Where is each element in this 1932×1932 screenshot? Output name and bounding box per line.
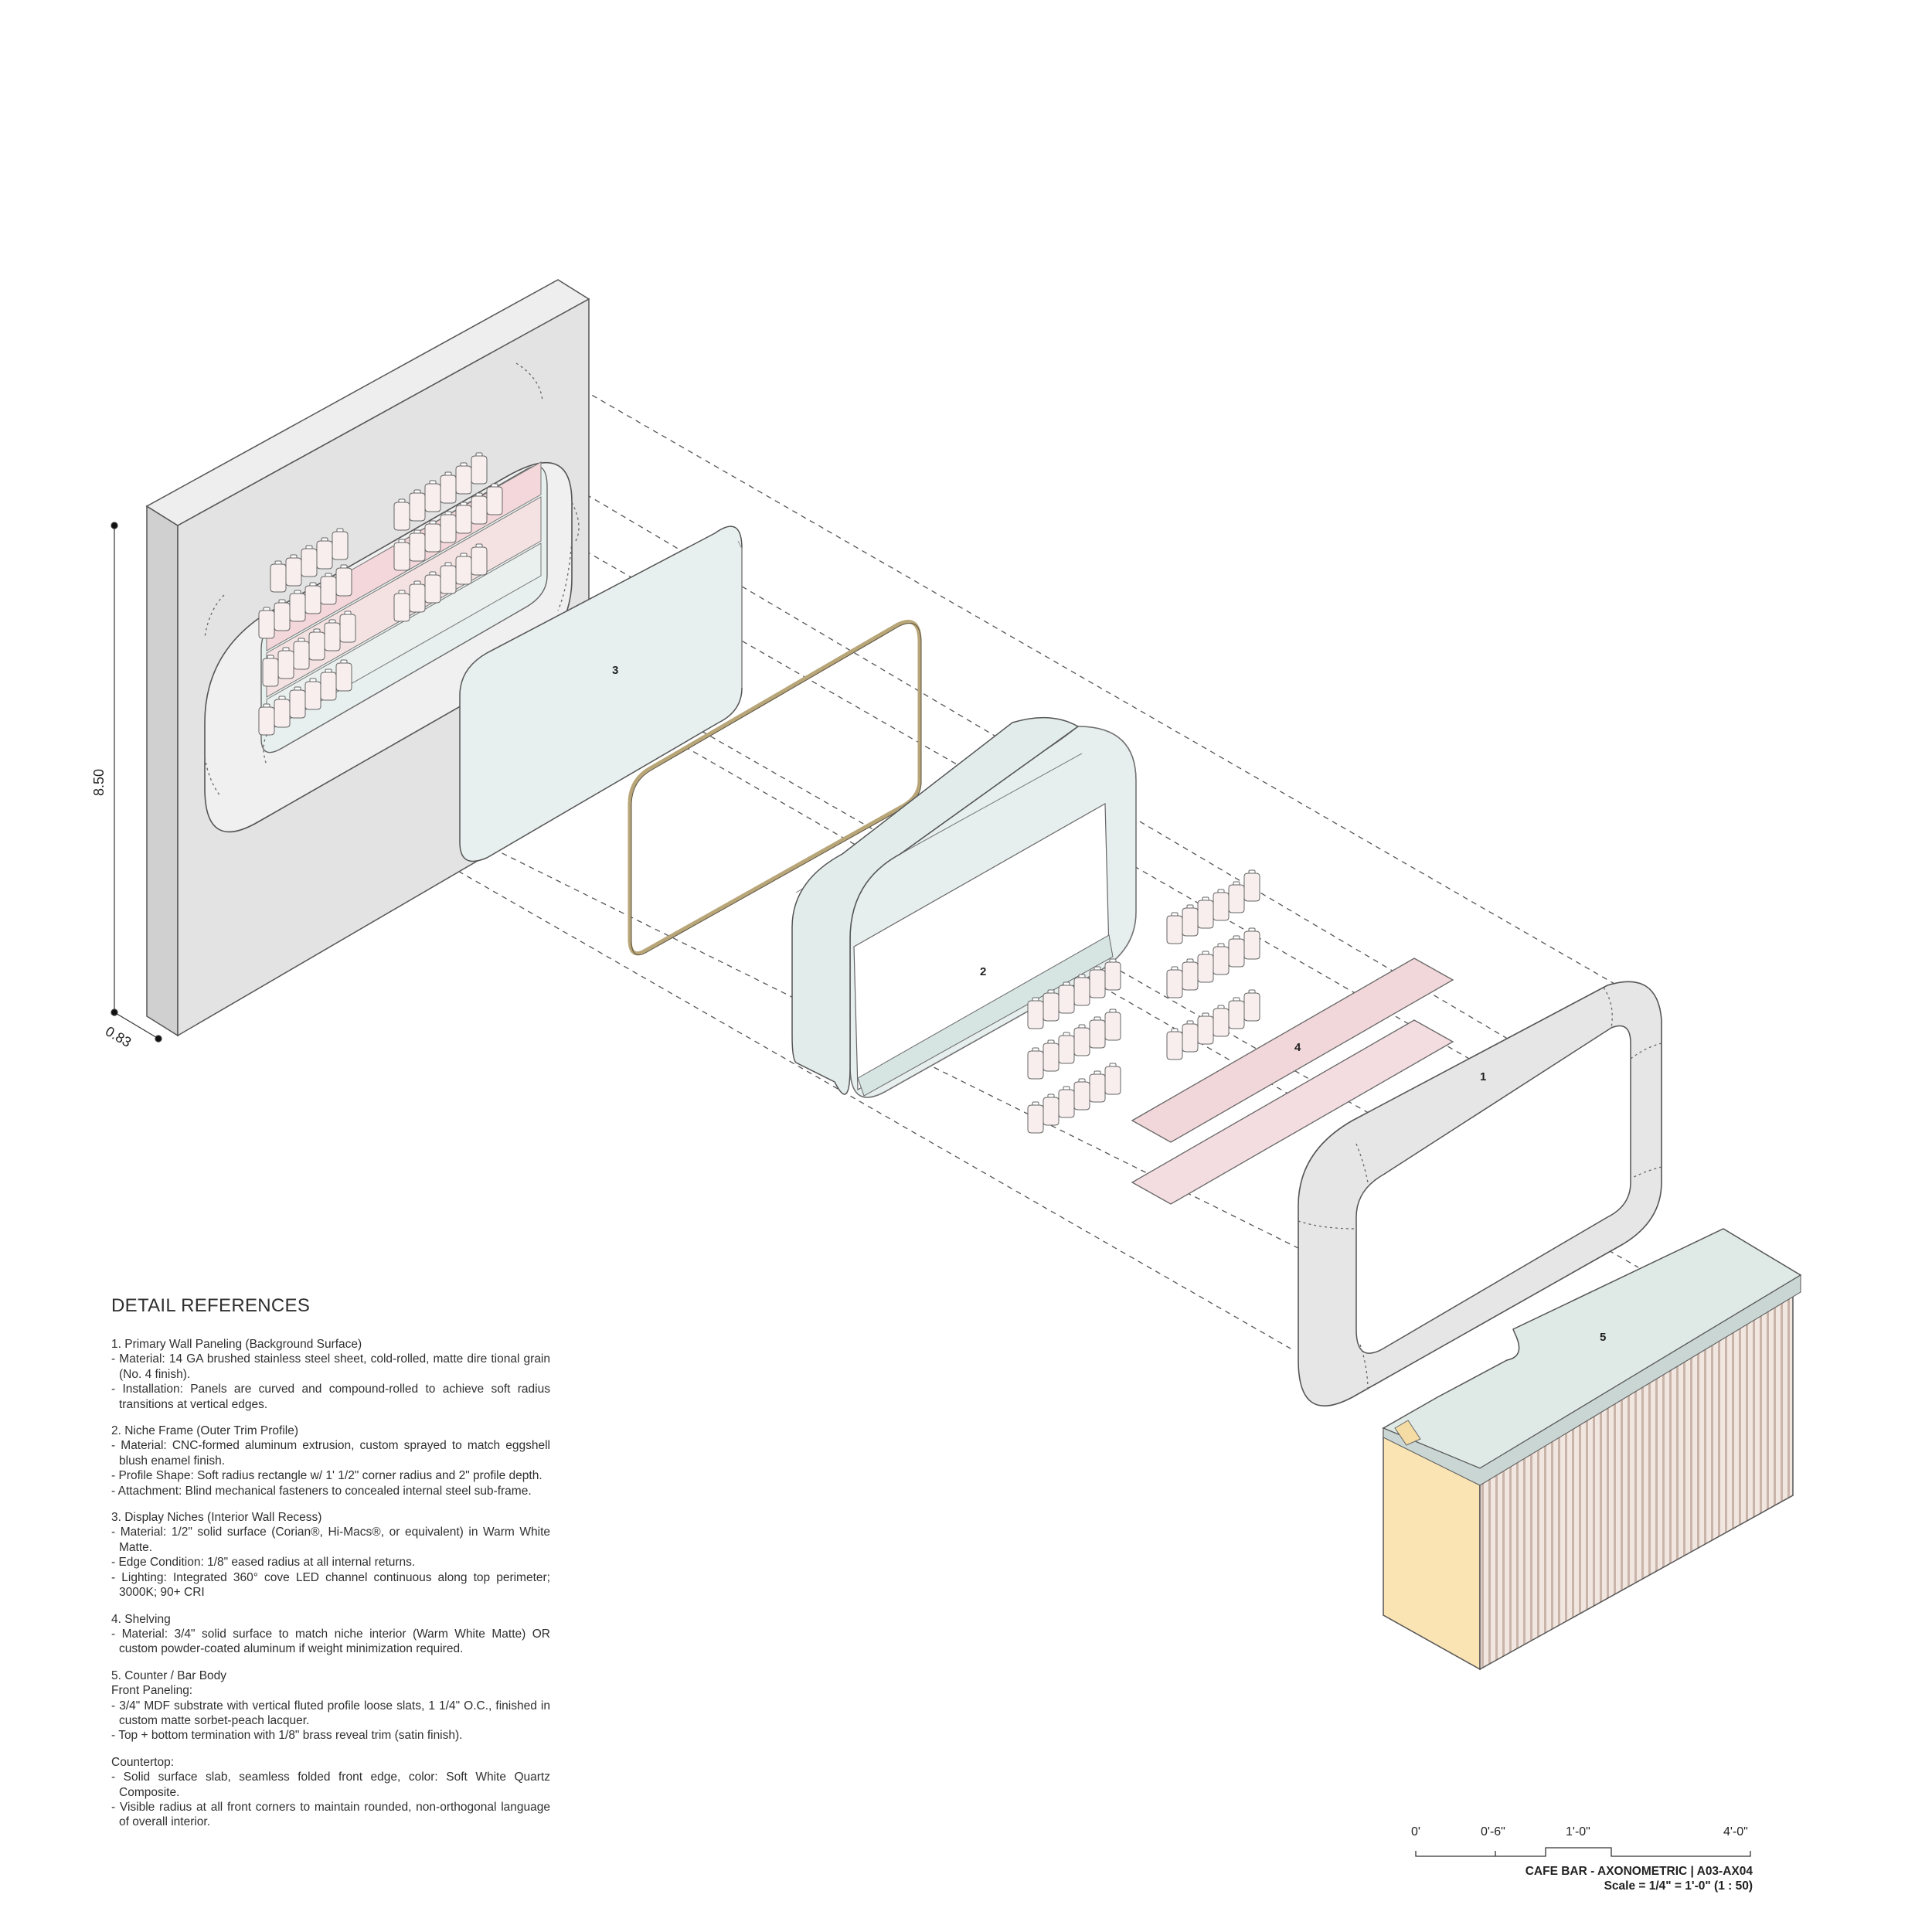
shelving-4	[1131, 957, 1454, 1205]
bottle-cluster-b	[1166, 869, 1260, 1060]
section-item: - 3/4" MDF substrate with vertical flute…	[111, 1699, 550, 1727]
section-title: Countertop:	[111, 1755, 174, 1769]
detail-section-3: 3. Display Niches (Interior Wall Recess)…	[111, 1510, 550, 1600]
dimension-lines	[111, 522, 162, 1043]
counter-bar-5	[1382, 1228, 1802, 1671]
section-item: - Attachment: Blind mechanical fasteners…	[111, 1484, 532, 1498]
detail-section-1: 1. Primary Wall Paneling (Background Sur…	[111, 1337, 550, 1412]
section-item: - Material: 1/2" solid surface (Corian®,…	[111, 1526, 550, 1554]
section-title: 4. Shelving	[111, 1612, 171, 1626]
brass-trim-ring	[628, 620, 922, 956]
detail-section-4: 4. Shelving - Material: 3/4" solid surfa…	[111, 1612, 550, 1657]
section-item: - Visible radius at all front corners to…	[111, 1800, 550, 1829]
callout-3: 3	[612, 664, 618, 677]
detail-references: DETAIL REFERENCES 1. Primary Wall Paneli…	[111, 1295, 550, 1842]
scale-label-0: 0'	[1411, 1825, 1420, 1838]
scale-label-1ft: 1'-0"	[1566, 1825, 1590, 1838]
title-block: CAFE BAR - AXONOMETRIC | A03-AX04 Scale …	[1451, 1864, 1753, 1893]
scale-label-6in: 0'-6"	[1481, 1825, 1505, 1838]
section-item: - Profile Shape: Soft radius rectangle w…	[111, 1469, 543, 1483]
section-title: 2. Niche Frame (Outer Trim Profile)	[111, 1424, 299, 1438]
callout-4: 4	[1294, 1041, 1301, 1054]
section-title: 1. Primary Wall Paneling (Background Sur…	[111, 1338, 362, 1351]
detail-section-5: 5. Counter / Bar Body Front Paneling: - …	[111, 1668, 550, 1743]
counter-notch	[1394, 1420, 1421, 1446]
section-item: - Material: CNC-formed aluminum extrusio…	[111, 1439, 550, 1468]
section-item: - Installation: Panels are curved and co…	[111, 1383, 550, 1411]
callout-5: 5	[1600, 1331, 1606, 1344]
section-title: 3. Display Niches (Interior Wall Recess)	[111, 1511, 322, 1525]
drawing-title: CAFE BAR - AXONOMETRIC | A03-AX04	[1525, 1865, 1753, 1878]
wall-seam-stitches	[204, 362, 580, 797]
drawing-scale: Scale = 1/4" = 1'-0" (1 : 50)	[1604, 1879, 1753, 1893]
section-item: - Material: 14 GA brushed stainless stee…	[111, 1352, 550, 1381]
section-item: - Solid surface slab, seamless folded fr…	[111, 1770, 550, 1799]
countertop	[1382, 1228, 1802, 1469]
section-item: - Lighting: Integrated 360° cove LED cha…	[111, 1570, 550, 1600]
detail-references-heading: DETAIL REFERENCES	[111, 1295, 311, 1316]
callout-2: 2	[980, 965, 986, 978]
section-item: - Edge Condition: 1/8" eased radius at a…	[111, 1556, 416, 1570]
scale-bar	[1415, 1847, 1751, 1857]
detail-section-2: 2. Niche Frame (Outer Trim Profile) - Ma…	[111, 1423, 550, 1498]
wall-paneling-1	[1298, 981, 1662, 1406]
countertop-edge	[1383, 1274, 1801, 1486]
detail-section-countertop: Countertop: - Solid surface slab, seamle…	[111, 1755, 550, 1830]
section-title: 5. Counter / Bar Body	[111, 1668, 227, 1682]
scale-label-4ft: 4'-0"	[1723, 1825, 1748, 1838]
height-dimension: 8.50	[91, 769, 107, 796]
callout-1: 1	[1480, 1070, 1486, 1083]
niche-frame-2	[791, 716, 1137, 1098]
section-item: - Material: 3/4" solid surface to match …	[111, 1627, 550, 1656]
niche-panel-3	[459, 526, 743, 862]
section-item: - Top + bottom termination with 1/8" bra…	[111, 1729, 463, 1743]
wall-side	[146, 505, 179, 1037]
depth-dimension: 0.83	[103, 1023, 134, 1050]
section-subtitle: Front Paneling:	[111, 1684, 193, 1698]
